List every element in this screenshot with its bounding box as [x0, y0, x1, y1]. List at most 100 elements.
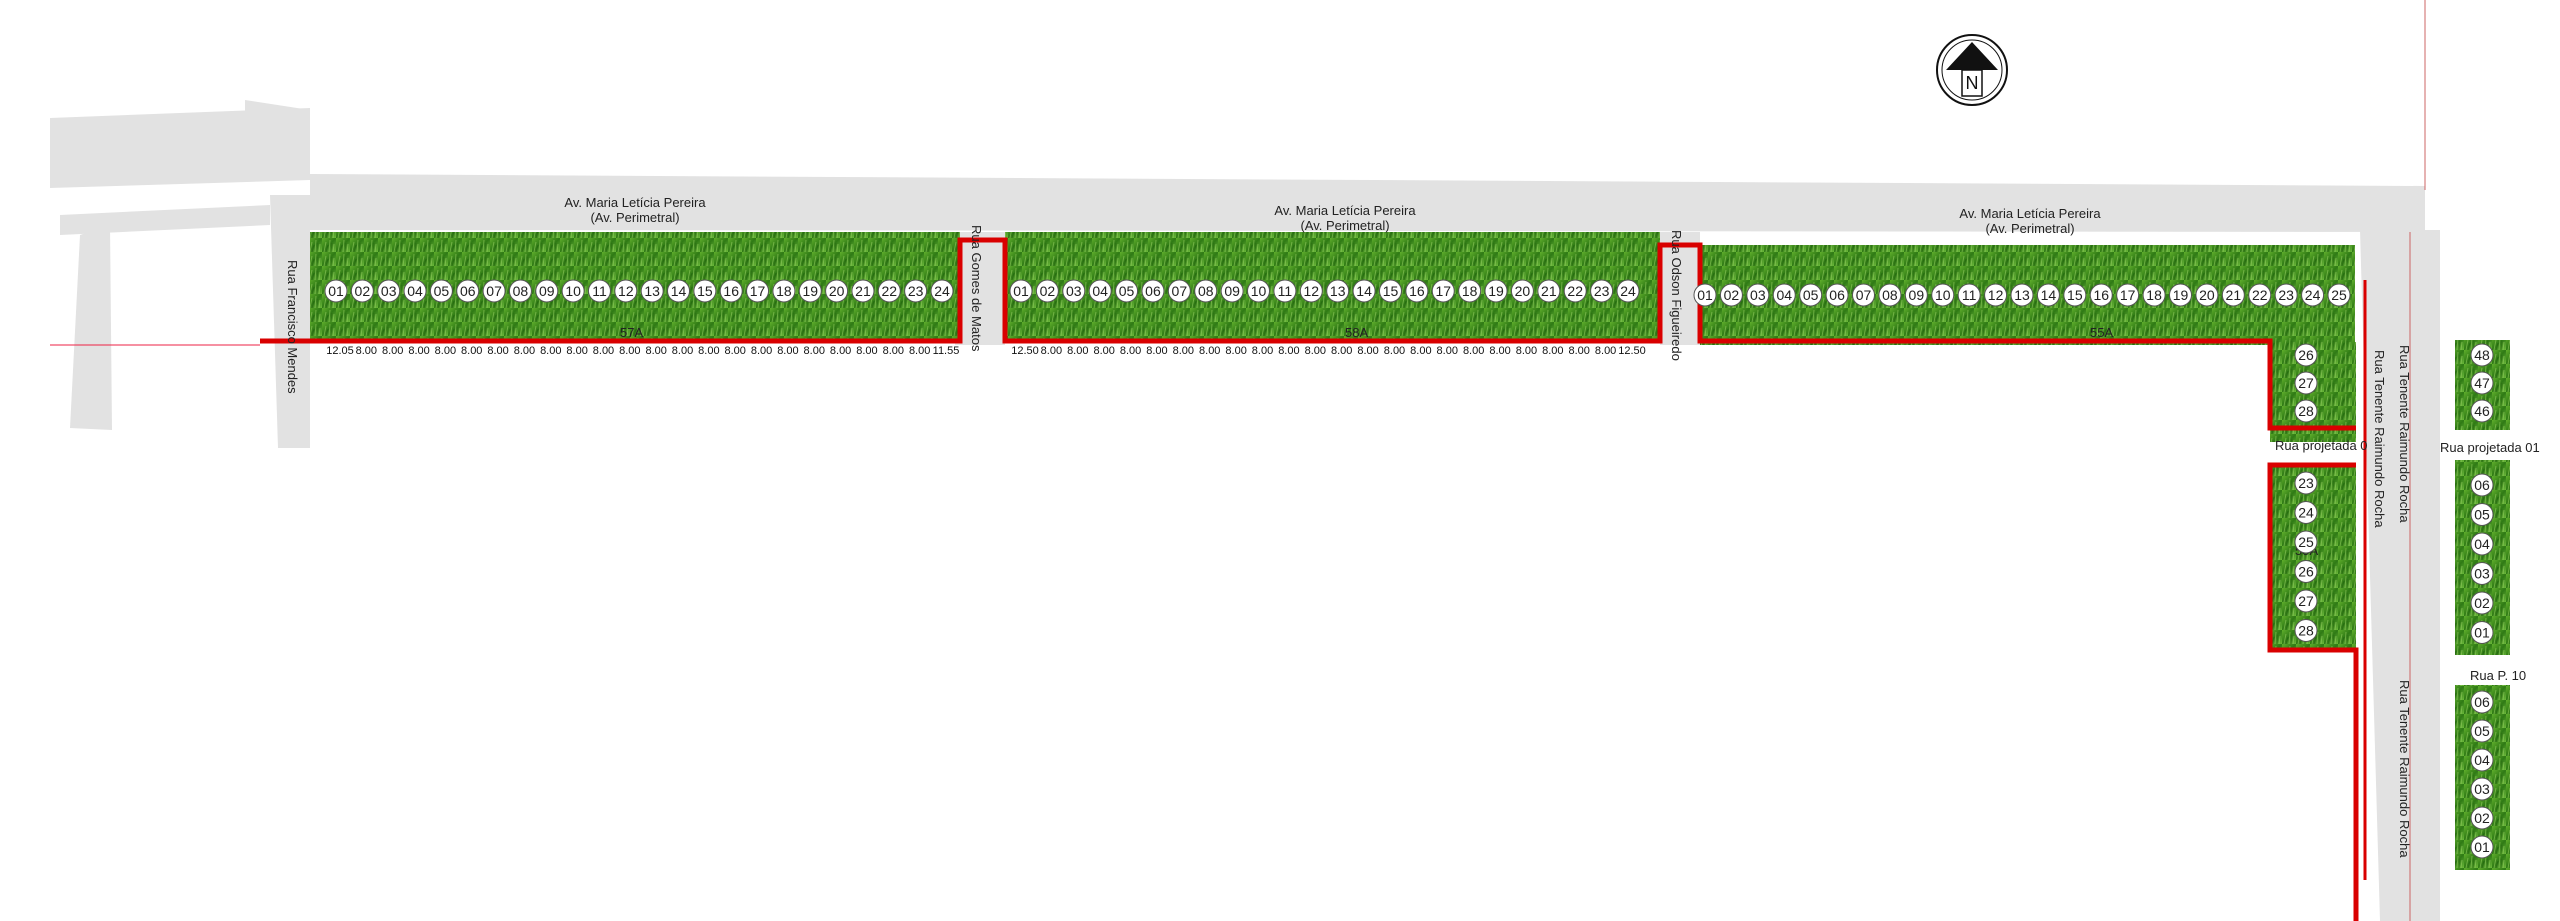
lot-marker: 02	[350, 279, 374, 303]
north-letter: N	[1966, 73, 1979, 93]
lot-marker: 12	[1984, 283, 2008, 307]
lot-marker: 05	[429, 279, 453, 303]
lot-dimension: 8.00	[1093, 345, 1114, 357]
lot-number: 19	[1488, 283, 1504, 299]
lot-dimension: 8.00	[1199, 345, 1220, 357]
lot-marker: 23	[1590, 279, 1614, 303]
lot-number: 06	[1829, 287, 1845, 303]
lot-dimension: 8.00	[1225, 345, 1246, 357]
lot-number: 04	[1776, 287, 1792, 303]
lot-number: 05	[2474, 723, 2490, 739]
avenue-name: Av. Maria Letícia Pereira	[1274, 203, 1416, 218]
lot-marker: 09	[1904, 283, 1928, 307]
lot-number: 17	[1435, 283, 1451, 299]
lot-marker: 03	[377, 279, 401, 303]
lot-marker: 06	[2470, 473, 2494, 497]
block-label: 58A	[1345, 325, 1368, 340]
lot-marker: 06	[2470, 690, 2494, 714]
lot-marker: 25	[2294, 530, 2318, 554]
lot-marker: 10	[1247, 279, 1271, 303]
lot-marker: 02	[2470, 806, 2494, 830]
lot-number: 06	[2474, 477, 2490, 493]
lot-marker: 09	[535, 279, 559, 303]
lot-number: 03	[381, 283, 397, 299]
lot-marker: 47	[2470, 371, 2494, 395]
lot-number: 47	[2474, 375, 2490, 391]
lot-marker: 28	[2294, 399, 2318, 423]
lot-dimension: 8.00	[883, 345, 904, 357]
lot-number: 03	[2474, 566, 2490, 582]
lot-number: 08	[1198, 283, 1214, 299]
avenue-label-1: Av. Maria Letícia Pereira (Av. Perimetra…	[564, 195, 706, 225]
lot-number: 05	[1119, 283, 1135, 299]
lot-number: 20	[829, 283, 845, 299]
lot-marker: 22	[877, 279, 901, 303]
lot-dimension: 8.00	[461, 345, 482, 357]
lot-marker: 23	[2294, 471, 2318, 495]
lot-number: 28	[2298, 403, 2314, 419]
lot-marker: 01	[1693, 283, 1717, 307]
lot-number: 09	[1224, 283, 1240, 299]
lot-dimension: 8.00	[672, 345, 693, 357]
lot-number: 01	[2474, 625, 2490, 641]
lot-dimension: 8.00	[804, 345, 825, 357]
lot-marker: 05	[2470, 719, 2494, 743]
lot-dimension: 8.00	[1357, 345, 1378, 357]
lot-number: 08	[1882, 287, 1898, 303]
lot-number: 12	[1304, 283, 1320, 299]
lot-marker: 46	[2470, 399, 2494, 423]
lot-marker: 03	[2470, 562, 2494, 585]
lot-marker: 02	[1719, 283, 1743, 307]
lot-marker: 25	[2327, 283, 2351, 307]
lot-number: 15	[1383, 283, 1399, 299]
lot-dimension: 8.00	[382, 345, 403, 357]
lot-dimension: 8.00	[1278, 345, 1299, 357]
lot-number: 16	[723, 283, 739, 299]
lot-marker: 05	[2470, 503, 2494, 526]
lot-marker: 17	[2116, 283, 2140, 307]
lot-number: 11	[1278, 283, 1293, 299]
lot-marker: 23	[2274, 283, 2298, 307]
lot-marker: 08	[508, 279, 532, 303]
avenue-name: Av. Maria Letícia Pereira	[1959, 206, 2101, 221]
lot-marker: 24	[2294, 501, 2318, 524]
street-label-tenente: Rua Tenente Raimundo Rocha	[2397, 345, 2412, 523]
block-label: 57A	[620, 325, 643, 340]
lot-number: 19	[2173, 287, 2189, 303]
lot-marker: 04	[2470, 532, 2494, 556]
lot-number: 10	[565, 283, 581, 299]
lot-number: 23	[1594, 283, 1610, 299]
lot-number: 06	[1145, 283, 1161, 299]
lot-number: 04	[407, 283, 423, 299]
lot-number: 24	[2305, 287, 2321, 303]
lot-dimension: 8.00	[1542, 345, 1563, 357]
lot-dimension: 8.00	[725, 345, 746, 357]
lot-dimension: 8.00	[1569, 345, 1590, 357]
avenue-label-3: Av. Maria Letícia Pereira (Av. Perimetra…	[1959, 206, 2101, 236]
lot-dimension: 8.00	[1489, 345, 1510, 357]
lot-number: 10	[1251, 283, 1267, 299]
lot-marker: 21	[851, 279, 875, 303]
lot-dimension: 8.00	[1120, 345, 1141, 357]
lot-number: 25	[2298, 534, 2314, 550]
north-arrow-icon: N	[1936, 34, 2008, 106]
lot-dimension: 8.00	[698, 345, 719, 357]
lot-number: 10	[1935, 287, 1951, 303]
lot-number: 13	[2014, 287, 2030, 303]
lot-dimension: 8.00	[909, 345, 930, 357]
lot-dimension: 8.00	[1516, 345, 1537, 357]
lot-marker: 15	[2063, 283, 2087, 307]
project-boundary	[260, 237, 2367, 921]
lot-marker: 24	[1616, 279, 1640, 303]
lot-number: 09	[1909, 287, 1925, 303]
lot-marker: 18	[1458, 279, 1482, 303]
lot-marker: 21	[1537, 279, 1561, 303]
lot-number: 14	[2041, 287, 2057, 303]
block-55a-south	[2270, 465, 2356, 650]
lot-marker: 13	[1326, 279, 1350, 303]
lot-number: 24	[1620, 283, 1636, 299]
lot-marker: 08	[1194, 279, 1218, 303]
lot-number: 46	[2474, 403, 2490, 419]
lot-marker: 18	[2142, 283, 2166, 307]
lot-number: 03	[1750, 287, 1766, 303]
